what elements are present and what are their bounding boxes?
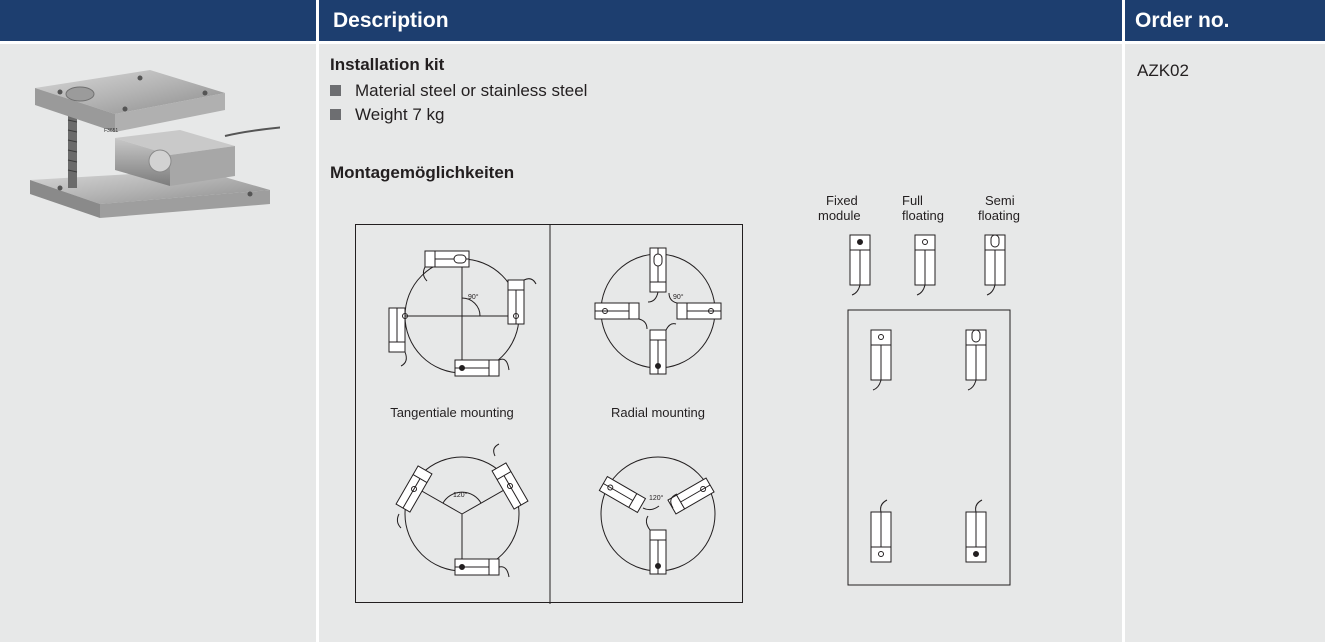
angle-label: 90° xyxy=(673,293,684,301)
fixed-module-icon xyxy=(965,499,987,563)
caption-radial: Radial mounting xyxy=(611,405,705,420)
bullet-material: Material steel or stainless steel xyxy=(330,81,587,101)
bullet-weight: Weight 7 kg xyxy=(330,105,444,125)
product-title: Installation kit xyxy=(330,55,445,74)
bullet-text: Material steel or stainless steel xyxy=(355,81,588,100)
angle-label: 120° xyxy=(649,494,664,502)
bullet-square-icon xyxy=(330,85,341,96)
order-code: AZK02 xyxy=(1137,61,1189,80)
fixed-module-icon xyxy=(849,234,871,296)
full-floating-module-icon xyxy=(870,499,892,563)
legend-fixed-line2: module xyxy=(818,208,861,223)
fixed-module-icon xyxy=(870,329,892,391)
order-column xyxy=(1125,44,1325,642)
mounting-diagram: 90° 90° Tangentiale mounting Radial moun… xyxy=(355,224,743,604)
installation-kit-photo: F3651 xyxy=(30,70,280,218)
legend-full-line1: Full xyxy=(902,193,923,208)
legend-full-line2: floating xyxy=(902,208,944,223)
header-order-no: Order no. xyxy=(1125,0,1325,41)
photo-label: F3651 xyxy=(104,128,118,134)
legend-semi-line1: Semi xyxy=(985,193,1015,208)
legend-fixed-line1: Fixed xyxy=(826,193,858,208)
description-column xyxy=(319,44,1122,642)
header-description: Description xyxy=(319,0,1122,41)
legend-semi-line2: floating xyxy=(978,208,1020,223)
section-subheading: Montagemöglichkeiten xyxy=(330,163,515,182)
full-floating-module-icon xyxy=(914,234,936,296)
header-blank-cell xyxy=(0,0,316,41)
caption-tangential: Tangentiale mounting xyxy=(390,405,514,420)
angle-label: 120° xyxy=(453,491,468,499)
module-layout-diagram: Fixed module Full floating Semi floating xyxy=(818,193,1020,586)
bullet-square-icon xyxy=(330,109,341,120)
semi-floating-module-icon xyxy=(984,234,1006,296)
angle-label: 90° xyxy=(468,293,479,301)
semi-floating-module-icon xyxy=(965,329,987,391)
bullet-text: Weight 7 kg xyxy=(355,105,445,124)
